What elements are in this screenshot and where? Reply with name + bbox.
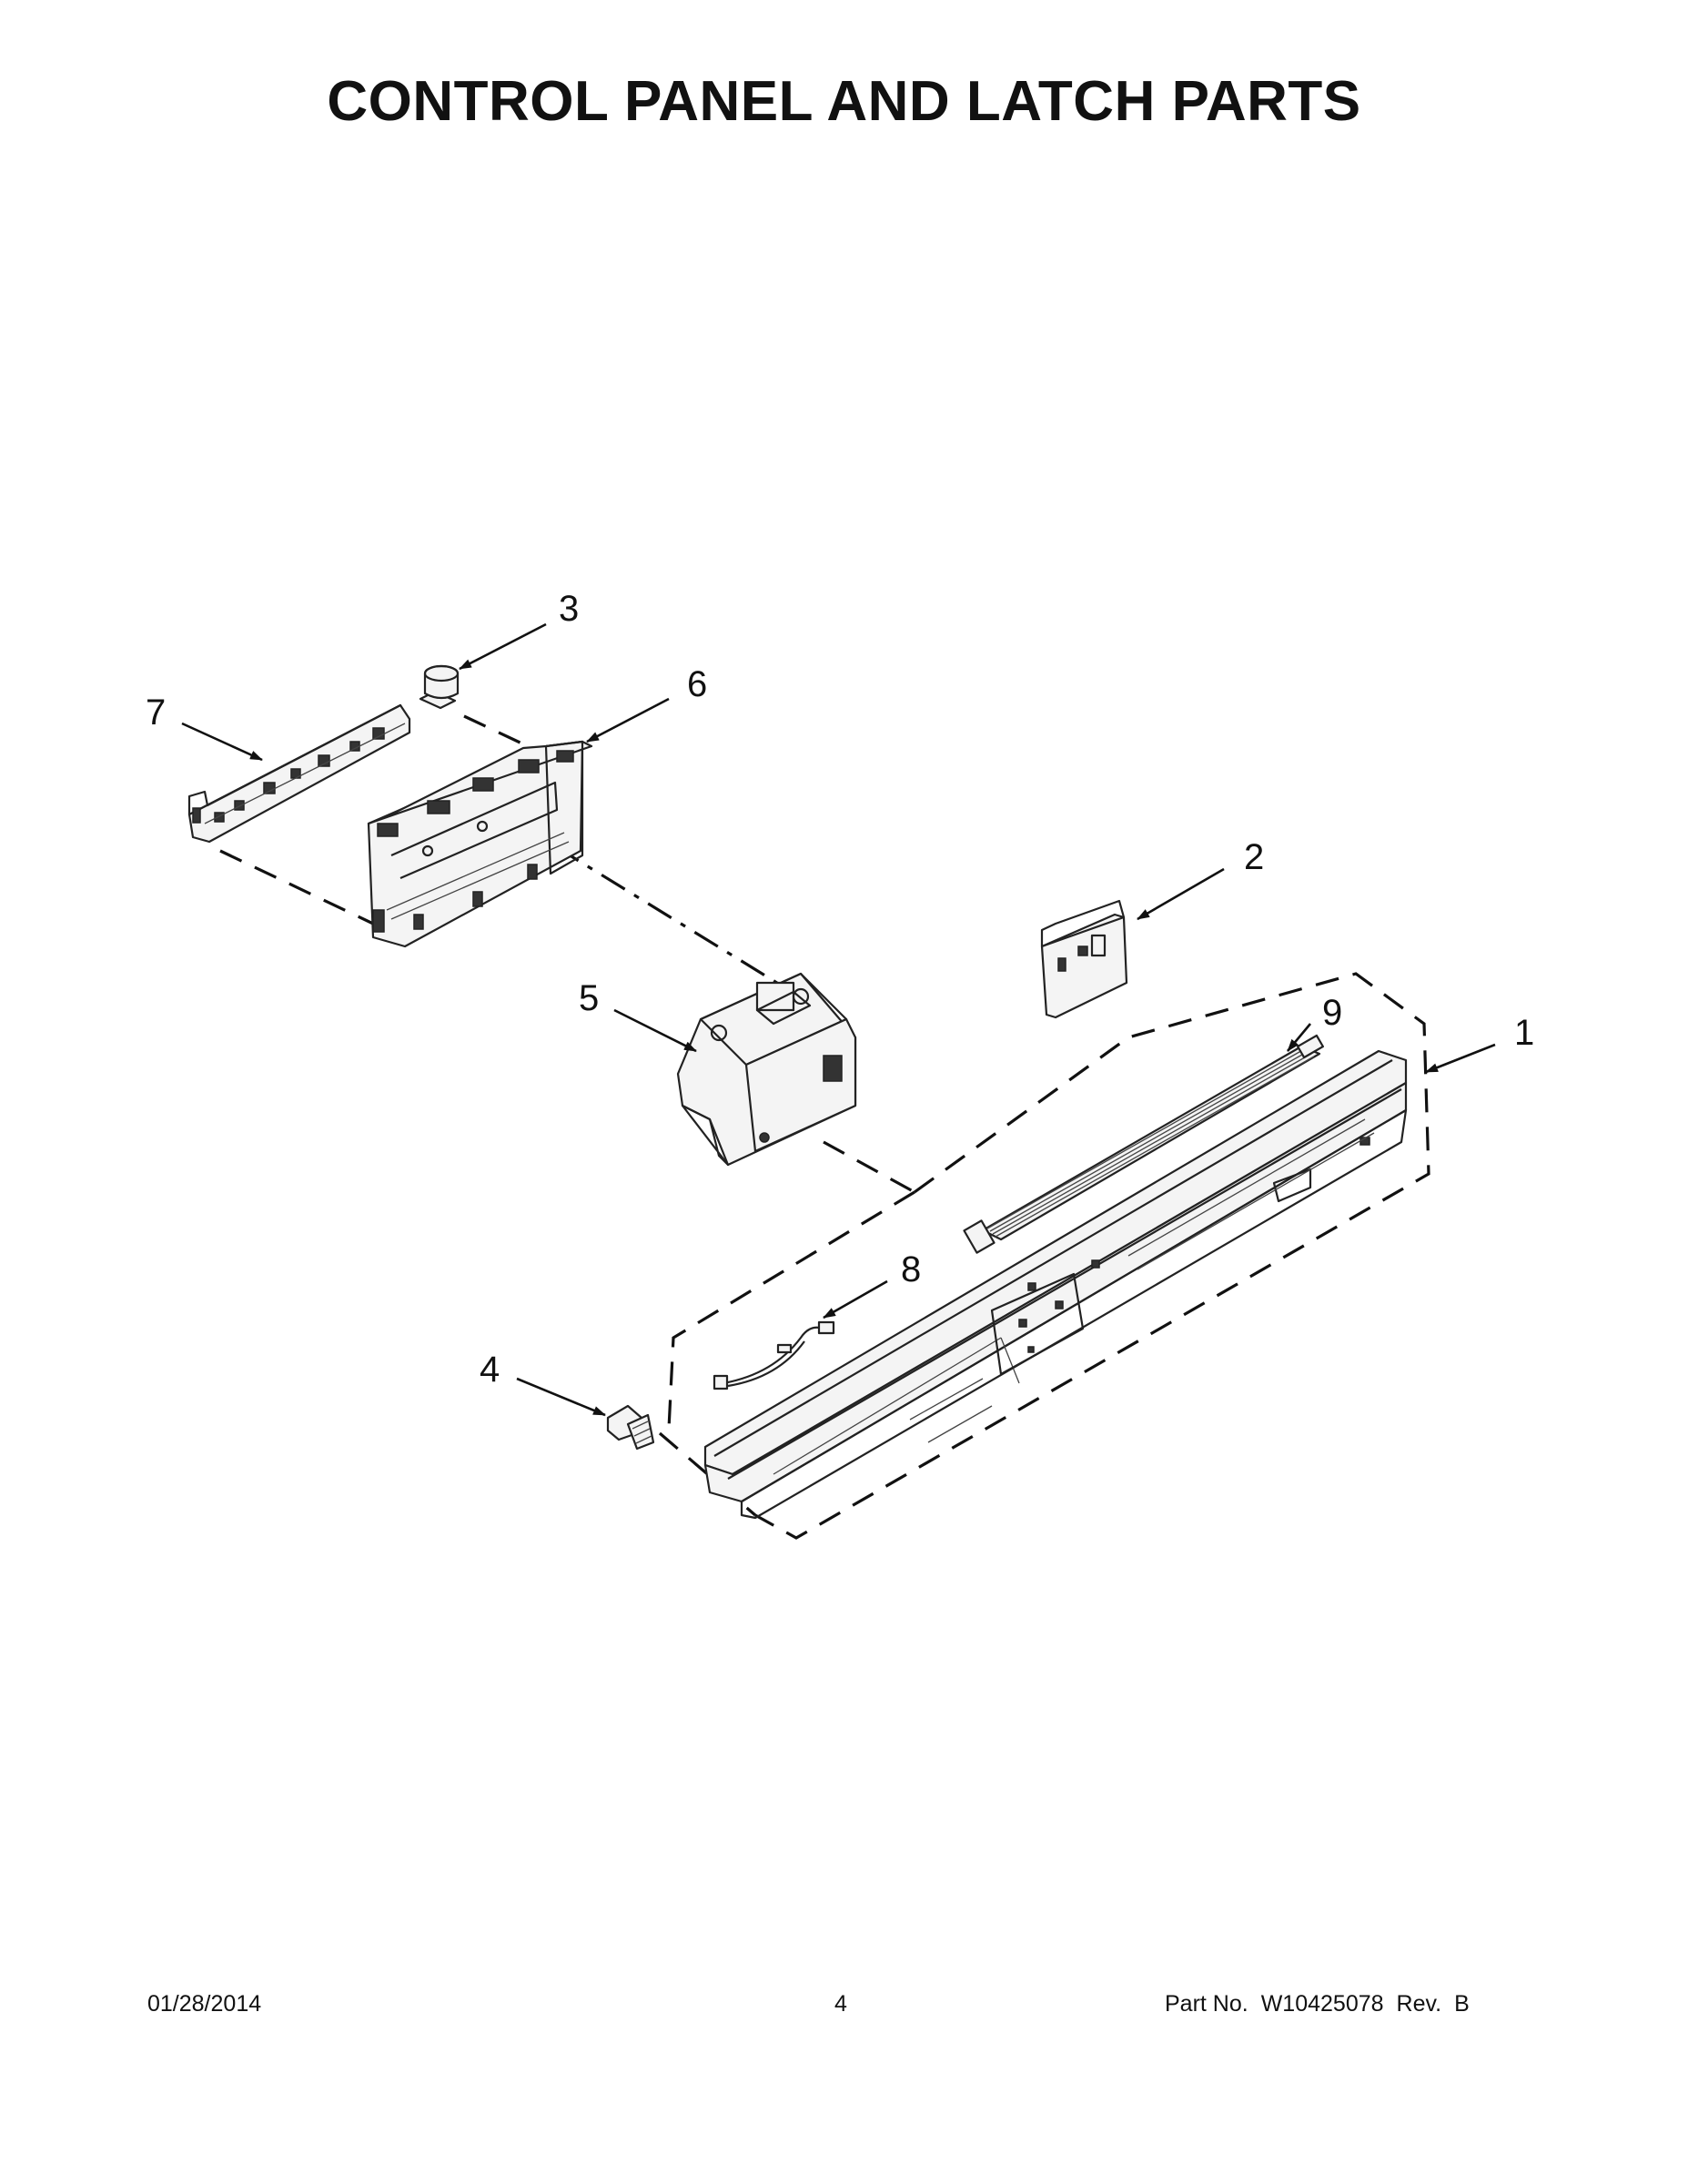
callout-6: 6 <box>687 664 707 704</box>
footer-date: 01/28/2014 <box>147 1991 262 2017</box>
callout-1: 1 <box>1514 1013 1534 1053</box>
page-title: CONTROL PANEL AND LATCH PARTS <box>327 70 1361 133</box>
part-8-wire-harness <box>713 1320 835 1390</box>
callout-3: 3 <box>559 589 579 629</box>
callout-9: 9 <box>1322 993 1342 1033</box>
callout-8: 8 <box>901 1249 921 1289</box>
assembly-guide-lines <box>219 714 1430 1540</box>
part-5-door-latch <box>676 972 857 1167</box>
part-number-value: W10425078 <box>1260 1991 1384 2017</box>
part-2-clip <box>1040 899 1128 1019</box>
callout-4: 4 <box>480 1350 500 1390</box>
footer-page-number: 4 <box>834 1991 847 2017</box>
revision-value: B <box>1454 1991 1470 2017</box>
part-number-label: Part No. <box>1165 1991 1248 2017</box>
revision-label: Rev. <box>1396 1991 1442 2017</box>
part-9-ribbon-cable <box>963 1034 1324 1254</box>
callout-7: 7 <box>146 693 166 733</box>
part-3-thermal-fuse <box>419 664 460 710</box>
footer-part-info: Part No. W10425078 Rev. B <box>1165 1991 1470 2017</box>
part-1-control-panel <box>703 1049 1408 1520</box>
callout-2: 2 <box>1244 837 1264 877</box>
part-6-control-module <box>367 740 593 948</box>
callout-labels: 3 7 6 2 9 1 5 8 4 <box>146 589 1534 1390</box>
callout-5: 5 <box>579 978 599 1018</box>
part-7-bracket <box>187 703 411 844</box>
leader-arrows <box>181 622 1496 1417</box>
part-4-screw <box>606 1404 655 1451</box>
